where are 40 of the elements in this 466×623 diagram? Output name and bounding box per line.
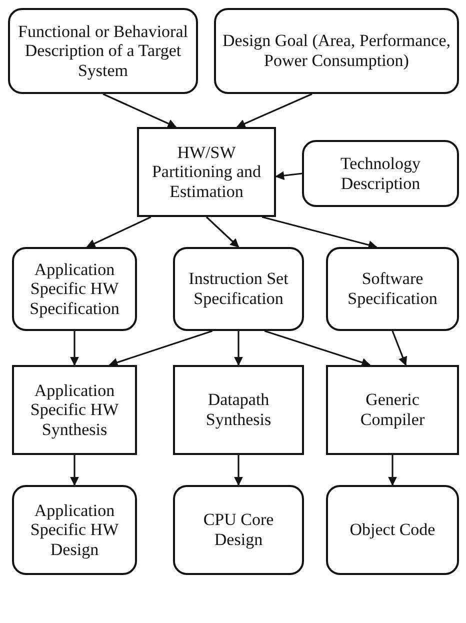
arrow	[70, 331, 79, 366]
rounded-box	[8, 8, 198, 94]
process-box	[326, 365, 459, 455]
box-label: Application Specific HW Design	[29, 500, 120, 560]
box-label: Design Goal (Area, Performance, Power Consumption)	[222, 31, 452, 71]
rounded-box	[12, 485, 137, 575]
box-label: HW/SW Partitioning and Estimation	[150, 142, 262, 202]
arrow	[86, 216, 152, 248]
process-box	[137, 127, 276, 217]
box-label: Generic Compiler	[359, 390, 426, 430]
process-box	[12, 365, 137, 455]
box-label: Functional or Behavioral Description of a Target System	[17, 22, 189, 80]
arrow	[206, 216, 240, 248]
arrow	[108, 330, 213, 367]
box-label: CPU Core Design	[202, 510, 275, 550]
arrow	[102, 93, 177, 128]
rounded-box	[173, 485, 304, 575]
rounded-box	[173, 247, 304, 331]
arrow	[388, 455, 397, 486]
box-label: Software Specification	[346, 269, 438, 309]
process-box	[173, 365, 304, 455]
arrow	[392, 330, 408, 366]
arrow	[264, 330, 371, 367]
arrow	[236, 93, 312, 128]
rounded-box	[302, 140, 459, 207]
arrow	[275, 171, 302, 180]
arrow	[234, 331, 243, 366]
box-label: Instruction Set Specification	[188, 269, 290, 309]
arrow	[234, 455, 243, 486]
box-label: Datapath Synthesis	[204, 390, 272, 430]
arrow	[70, 455, 79, 486]
rounded-box	[214, 8, 459, 94]
rounded-box	[12, 247, 137, 331]
box-label: Application Specific HW Synthesis	[29, 380, 120, 440]
arrow	[262, 216, 378, 250]
box-label: Application Specific HW Specification	[28, 260, 120, 318]
rounded-box	[326, 485, 459, 575]
box-label: Technology Description	[339, 154, 422, 194]
box-label: Object Code	[350, 520, 436, 540]
rounded-box	[326, 247, 459, 331]
